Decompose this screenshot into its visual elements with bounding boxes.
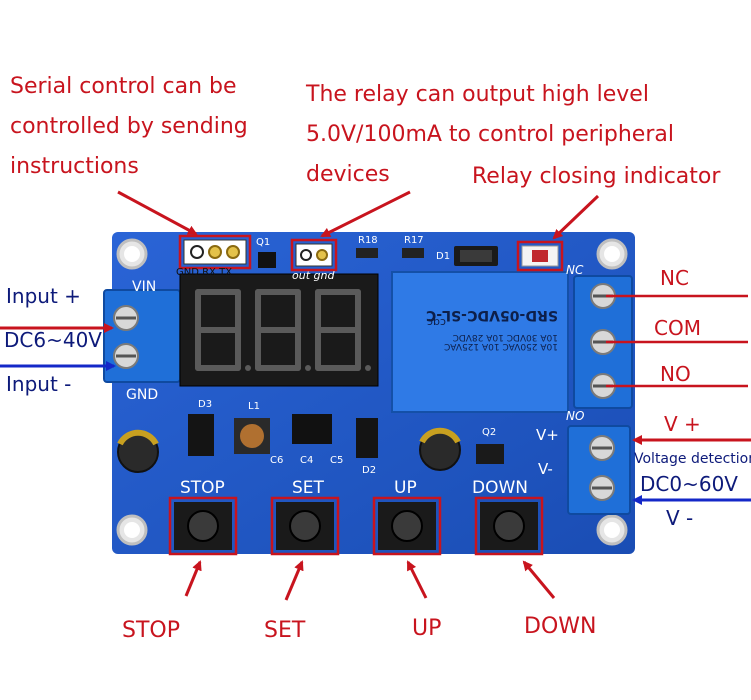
q2-silk: Q2 [482,427,497,438]
d3-diode [188,414,214,456]
voltage-detection-label: Voltage detection [634,451,751,467]
serial-callout-line-3: instructions [10,154,139,179]
regulator-ic [292,414,332,444]
com-label: COM [654,316,701,340]
digit-2-decimal-point [305,365,311,371]
gnd-silk: GND [126,387,159,403]
l1-silk: L1 [248,401,260,412]
down-silk: DOWN [472,478,528,498]
relay-output-lines [606,294,748,388]
c4-silk: C4 [300,455,314,466]
serial-callout-line-2: controlled by sending [10,114,248,139]
down-bottom-label: DOWN [524,614,597,639]
highlight-boxes [168,234,564,556]
r18-silk: R18 [358,235,378,246]
relay-terminal-block [573,275,633,409]
r18-resistor [356,248,378,258]
serial-callout-line-1: Serial control can be [10,74,237,99]
d2-diode [356,418,378,458]
input-range-label: DC6~40V [4,328,102,352]
negative-arrows [0,361,751,505]
vplus-silk: V+ [536,426,559,444]
vin-silk: VIN [132,279,157,295]
c6-silk: C6 [270,455,284,466]
input-plus-label: Input + [6,284,81,308]
output-header [295,243,333,267]
relay-model-text: SRD-05VDC-SL-C [426,307,558,323]
d1-silk: D1 [436,251,451,262]
q1-transistor [258,252,276,268]
relay-spec-line-2: 10A 30VDC 10A 28VDC [452,332,558,342]
mounting-holes [116,238,628,546]
nc-silk: NC [566,263,584,277]
relay-callout-line-2: 5.0V/100mA to control peripheral [306,122,674,147]
vminus-silk: V- [538,460,553,478]
d3-silk: D3 [198,399,213,410]
relay-callout-line-1: The relay can output high level [306,82,649,107]
set-button[interactable] [276,502,334,550]
serial-pins-silk: GND RX TX [176,267,233,278]
serial-header [183,239,247,265]
l1-inductor [234,418,270,454]
c5-silk: C5 [330,455,344,466]
detect-range-label: DC0~60V [640,472,738,496]
digit-3-decimal-point [365,365,371,371]
up-button[interactable] [378,502,436,550]
relay-callout-line-3: devices [306,162,390,187]
nc-label: NC [660,266,689,290]
up-silk: UP [394,478,417,498]
electrolytic-capacitor-left [117,429,159,473]
set-silk: SET [292,478,324,498]
digit-1-decimal-point [245,365,251,371]
r17-silk: R17 [404,235,424,246]
v-minus-label: V - [666,506,694,530]
up-bottom-label: UP [412,616,442,641]
no-silk: NO [566,409,585,423]
input-minus-label: Input - [6,372,72,396]
relay-markings: SRD-05VDC-SL-C 10A 250VAC 10A 125VAC 10A… [402,284,558,400]
input-terminal-block [103,289,181,383]
no-label: NO [660,362,691,386]
down-button[interactable] [480,502,538,550]
detection-terminal-block [567,425,631,515]
relay-indicator-callout: Relay closing indicator [472,164,721,189]
relay-spec-line-1: 10A 250VAC 10A 125VAC [444,341,558,351]
stop-bottom-label: STOP [122,618,180,643]
relay-brand-text: cqc [426,316,446,329]
v-plus-label: V + [664,412,701,436]
seven-segment-display [179,273,379,387]
callout-arrows [0,190,751,601]
d1-diode [454,246,498,266]
relay-led [521,245,559,267]
out-gnd-silk: out gnd [292,269,335,282]
set-bottom-label: SET [264,618,306,643]
relay [391,271,569,413]
q2-transistor [476,444,504,464]
electrolytic-capacitor-right [419,427,461,471]
stop-button[interactable] [174,502,232,550]
stop-silk: STOP [180,478,225,498]
r17-resistor [402,248,424,258]
d2-silk: D2 [362,465,377,476]
q1-silk: Q1 [256,237,271,248]
